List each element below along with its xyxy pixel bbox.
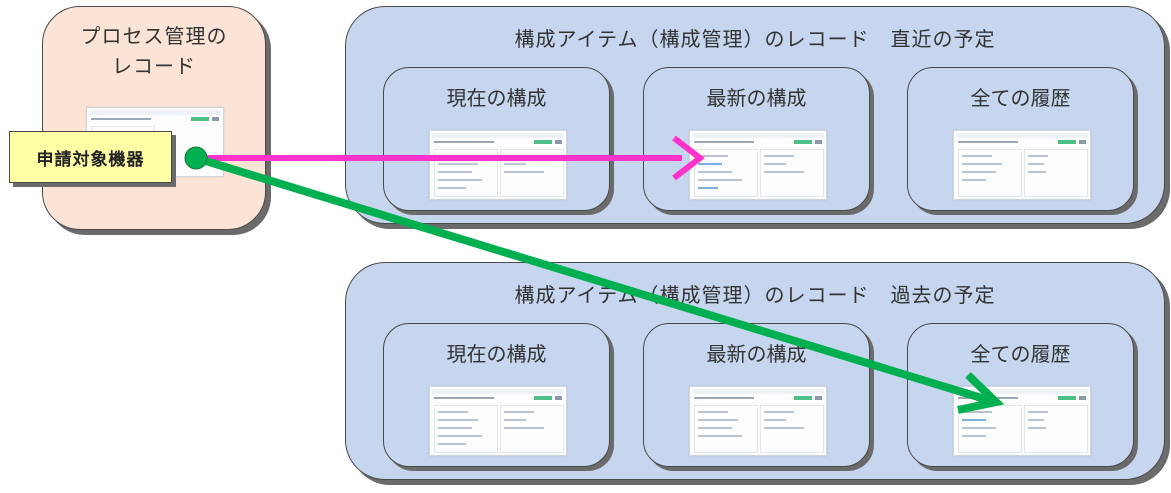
latest-config-box: 最新の構成 xyxy=(643,67,870,211)
record-screenshot xyxy=(688,386,827,456)
record-screenshot xyxy=(428,386,567,456)
record-screenshot xyxy=(688,130,827,200)
box-title: 最新の構成 xyxy=(706,342,807,366)
full-history-box: 全ての履歴 xyxy=(907,67,1134,211)
current-config-box: 現在の構成 xyxy=(383,67,610,211)
full-history-box: 全ての履歴 xyxy=(907,323,1134,467)
ci-record-group-past: 構成アイテム（構成管理）のレコード 過去の予定 現在の構成 最新の構成 全ての履… xyxy=(345,262,1165,480)
box-title: 全ての履歴 xyxy=(970,86,1071,110)
record-screenshot xyxy=(952,386,1091,456)
process-record-title: プロセス管理の レコード xyxy=(80,24,228,78)
box-title: 現在の構成 xyxy=(446,342,547,366)
box-title: 全ての履歴 xyxy=(970,342,1071,366)
current-config-box: 現在の構成 xyxy=(383,323,610,467)
latest-config-box: 最新の構成 xyxy=(643,323,870,467)
ci-group-title: 構成アイテム（構成管理）のレコード 過去の予定 xyxy=(514,283,996,307)
record-screenshot xyxy=(428,130,567,200)
ci-group-title: 構成アイテム（構成管理）のレコード 直近の予定 xyxy=(514,27,996,51)
target-device-label: 申請対象機器 xyxy=(9,131,172,183)
box-title: 現在の構成 xyxy=(446,86,547,110)
record-screenshot xyxy=(952,130,1091,200)
process-record-panel: プロセス管理の レコード xyxy=(42,6,266,230)
box-title: 最新の構成 xyxy=(706,86,807,110)
ci-record-group-recent: 構成アイテム（構成管理）のレコード 直近の予定 現在の構成 最新の構成 全ての履… xyxy=(345,6,1165,224)
